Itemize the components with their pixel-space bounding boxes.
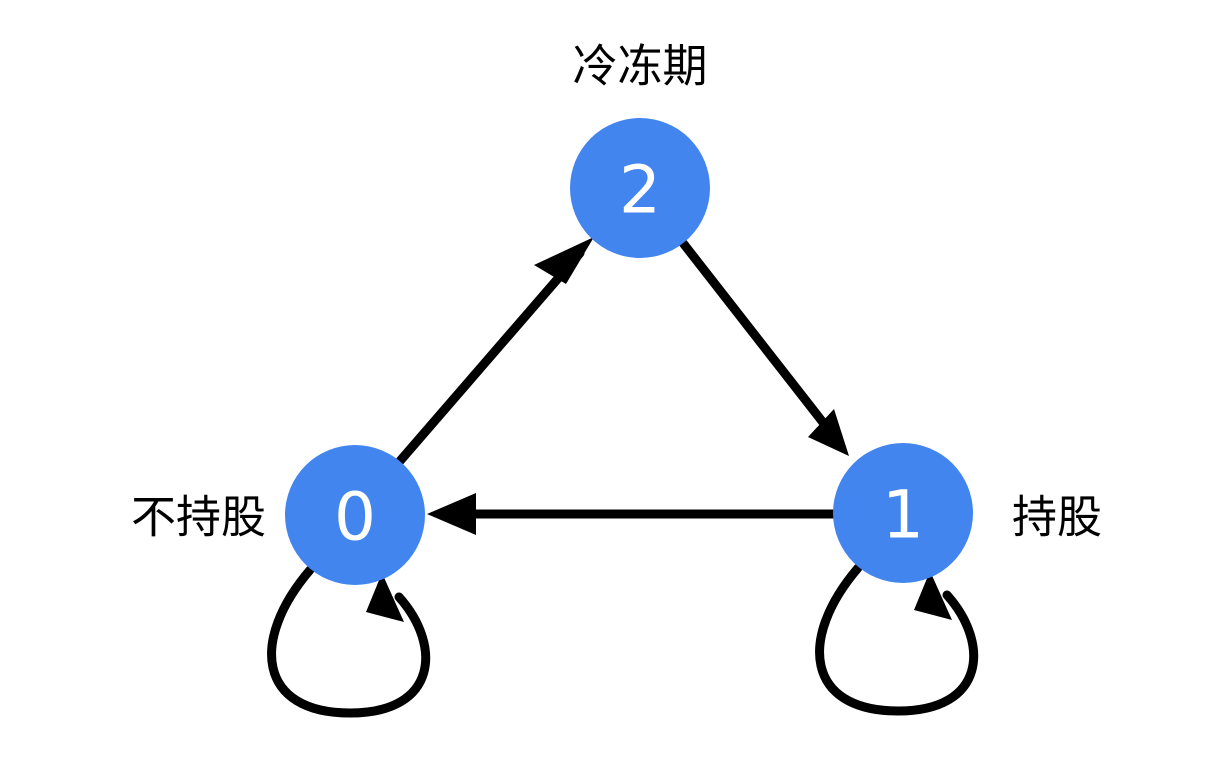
- node-2[interactable]: 2: [570, 118, 710, 258]
- node-2-label: 2: [619, 152, 661, 229]
- node-0[interactable]: 0: [285, 445, 425, 585]
- edge-0-to-2-arrowhead: [534, 237, 594, 284]
- edge-1-self-loop-path: [815, 563, 979, 716]
- node-2-side-label: 冷冻期: [572, 40, 707, 93]
- edge-1-self-loop: [815, 563, 979, 716]
- edge-0-self-loop: [267, 565, 431, 718]
- node-1-label: 1: [882, 477, 924, 554]
- edge-2-to-1-arrowhead: [808, 409, 849, 456]
- edge-0-self-loop-arrowhead: [366, 573, 404, 622]
- edge-0-to-2-line: [395, 248, 585, 466]
- edge-1-self-loop-arrowhead: [914, 571, 952, 620]
- edge-0-self-loop-path: [267, 565, 431, 718]
- edge-1-to-0: [427, 493, 838, 535]
- node-0-circle[interactable]: [285, 445, 425, 585]
- node-0-label: 0: [334, 479, 376, 556]
- node-1-side-label: 持股: [1012, 491, 1102, 544]
- node-2-circle[interactable]: [570, 118, 710, 258]
- edge-1-to-0-arrowhead: [427, 493, 476, 535]
- node-0-side-label: 不持股: [131, 491, 266, 544]
- node-1[interactable]: 1: [833, 443, 973, 583]
- edge-2-to-1-line: [678, 238, 830, 430]
- edge-2-to-1: [678, 238, 849, 456]
- edge-0-to-2: [395, 237, 594, 466]
- node-1-circle[interactable]: [833, 443, 973, 583]
